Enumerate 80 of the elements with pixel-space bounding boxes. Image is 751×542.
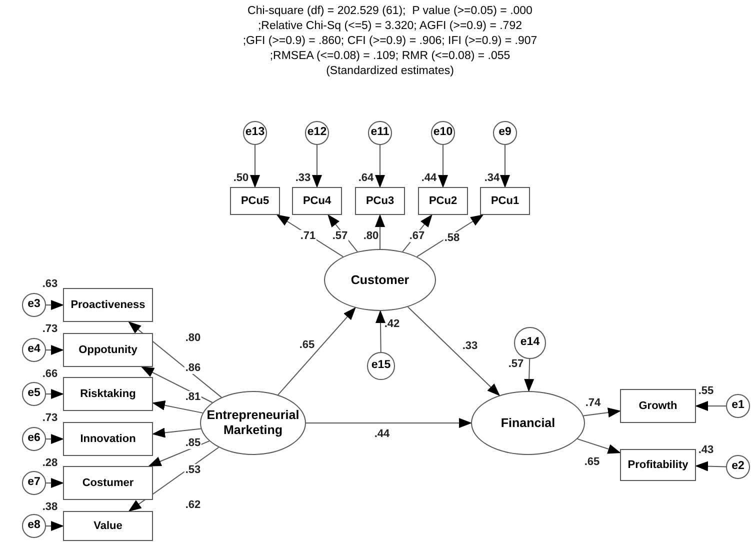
path-coefficient: .53 — [184, 464, 202, 476]
squared-multiple-correlation: .64 — [358, 172, 374, 184]
path-arrow — [140, 366, 213, 403]
squared-multiple-correlation: .38 — [42, 501, 58, 513]
path-arrow — [148, 440, 210, 466]
path-arrow — [576, 438, 621, 454]
indicator-box: PCu4 — [292, 187, 342, 215]
squared-multiple-correlation: .73 — [42, 323, 58, 335]
indicator-box: PCu2 — [418, 187, 468, 215]
path-arrow — [328, 214, 358, 252]
fit-statistics-line: ;RMSEA (<=0.08) = .109; RMR (<=0.08) = .055 — [270, 49, 510, 64]
path-arrow — [438, 144, 448, 188]
path-coefficient: .44 — [373, 428, 391, 440]
path-coefficient: .81 — [184, 391, 202, 403]
squared-multiple-correlation: .55 — [698, 385, 714, 397]
path-arrow — [407, 306, 500, 396]
indicator-box: Oppotunity — [63, 333, 153, 367]
path-arrow — [695, 461, 726, 472]
squared-multiple-correlation: .33 — [295, 172, 311, 184]
path-coefficient: .80 — [184, 332, 202, 344]
path-coefficient: .58 — [443, 232, 461, 244]
indicator-box: Risktaking — [63, 377, 153, 411]
path-coefficient: .65 — [298, 339, 316, 351]
path-coefficient: .67 — [408, 230, 426, 242]
indicator-box: PCu5 — [230, 187, 280, 215]
path-arrow — [46, 434, 64, 444]
fit-statistics-line: ;GFI (>=0.9) = .860; CFI (>=0.9) = .906; IFI (>=0.9) = .907 — [242, 34, 538, 49]
indicator-box: Innovation — [63, 422, 153, 456]
indicator-box: Costumer — [63, 466, 153, 500]
path-arrow — [583, 408, 621, 418]
path-arrow — [375, 144, 385, 188]
path-arrow — [46, 345, 64, 355]
indicator-box: Growth — [620, 389, 696, 423]
path-arrow — [46, 389, 64, 399]
squared-multiple-correlation: .42 — [384, 318, 400, 330]
path-arrow — [375, 214, 385, 250]
path-coefficient: .80 — [362, 230, 380, 242]
squared-multiple-correlation: .66 — [42, 368, 58, 380]
indicator-box: Profitability — [620, 449, 696, 481]
path-arrow — [278, 307, 356, 396]
path-arrow — [376, 310, 386, 352]
path-arrow — [695, 401, 726, 411]
path-arrow — [524, 358, 534, 392]
path-arrow — [46, 521, 64, 531]
path-arrow — [152, 400, 204, 414]
path-arrow — [500, 144, 510, 188]
fit-statistics-line: (Standardized estimates) — [326, 64, 454, 79]
fit-statistics-line: Chi-square (df) = 202.529 (61); P value (>=0.05) = .000 — [248, 4, 532, 19]
path-coefficient: .65 — [583, 456, 601, 468]
indicator-box: PCu1 — [480, 187, 530, 215]
path-arrow — [250, 144, 260, 188]
squared-multiple-correlation: .57 — [508, 358, 524, 370]
path-coefficient: .33 — [461, 340, 479, 352]
squared-multiple-correlation: .63 — [42, 278, 58, 290]
path-coefficient: .71 — [299, 230, 317, 242]
path-coefficient: .74 — [584, 397, 602, 409]
path-coefficient: .62 — [184, 499, 202, 511]
squared-multiple-correlation: .43 — [698, 444, 714, 456]
squared-multiple-correlation: .50 — [233, 172, 249, 184]
squared-multiple-correlation: .73 — [42, 412, 58, 424]
fit-statistics-line: ;Relative Chi-Sq (<=5) = 3.320; AGFI (>=0.9) = .792 — [258, 19, 522, 34]
path-arrow — [276, 214, 344, 258]
path-arrow — [46, 478, 64, 488]
path-coefficient: .85 — [184, 437, 202, 449]
path-arrow — [416, 214, 484, 258]
squared-multiple-correlation: .34 — [484, 172, 500, 184]
path-arrow — [312, 144, 322, 188]
squared-multiple-correlation: .44 — [421, 172, 437, 184]
path-coefficient: .57 — [331, 230, 349, 242]
indicator-box: Proactiveness — [63, 288, 153, 322]
squared-multiple-correlation: .28 — [42, 457, 58, 469]
path-coefficient: .86 — [184, 362, 202, 374]
latent-variable-ellipse: Customer — [324, 249, 436, 311]
path-arrow — [46, 300, 64, 310]
indicator-box: Value — [63, 511, 153, 541]
path-arrow — [306, 418, 472, 428]
latent-variable-ellipse: Entrepreneurial Marketing — [200, 391, 306, 455]
indicator-box: PCu3 — [355, 187, 405, 215]
latent-variable-ellipse: Financial — [471, 391, 585, 455]
path-arrow — [152, 428, 202, 438]
